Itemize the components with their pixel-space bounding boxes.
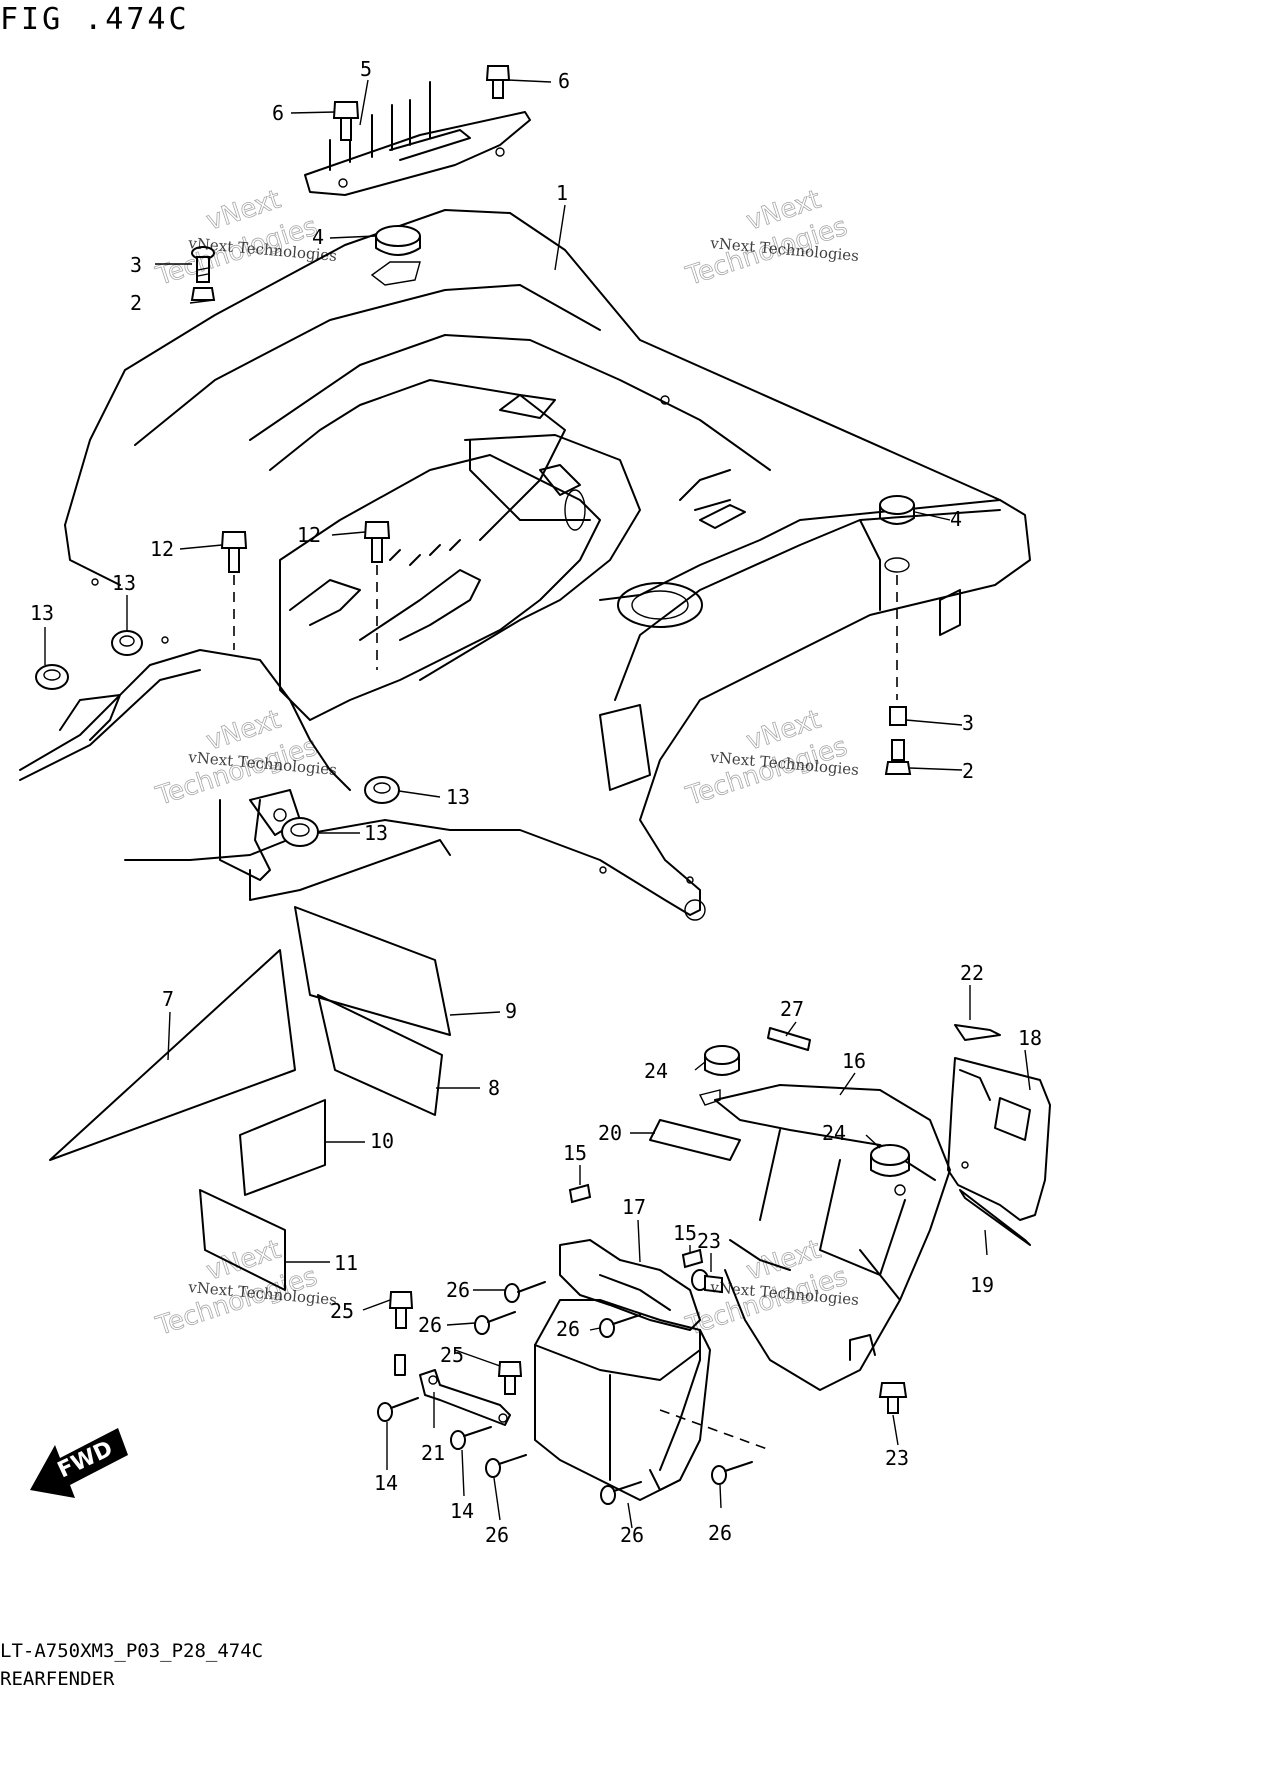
callout-15: 15 [563,1141,587,1165]
callout-20: 20 [598,1121,622,1145]
battery-bracket-part [304,81,531,196]
callout-4: 4 [950,507,962,531]
rear-fender-body [19,209,1031,921]
callout-17: 17 [622,1195,646,1219]
callout-25: 25 [440,1343,464,1367]
bolts-part-12 [220,521,391,670]
callout-26: 26 [620,1523,644,1547]
callout-numbers: 1 2 3 4 5 6 6 2 3 4 12 12 13 13 13 13 7 … [30,57,1042,1547]
callout-8: 8 [488,1076,500,1100]
callout-24: 24 [644,1059,668,1083]
callout-14: 14 [450,1499,474,1523]
callout-24: 24 [822,1121,846,1145]
grommets-part-13 [35,630,400,847]
leader-lines [44,79,1031,1529]
grommet-part-4-left [370,225,421,286]
callout-13: 13 [30,601,54,625]
callout-26: 26 [418,1313,442,1337]
callout-23: 23 [697,1229,721,1253]
callout-11: 11 [334,1251,358,1275]
diagram-code: LT-A750XM3_P03_P28_474C [0,1640,264,1662]
callout-26: 26 [446,1278,470,1302]
callout-4: 4 [312,225,324,249]
callout-22: 22 [960,961,984,985]
callout-6: 6 [272,101,284,125]
callout-16: 16 [842,1049,866,1073]
callout-15: 15 [673,1221,697,1245]
bolt-part-2-3-right [884,706,912,775]
callout-23: 23 [885,1446,909,1470]
callout-2: 2 [962,759,974,783]
diagram-name: REARFENDER [0,1668,115,1690]
figure-title: FIG .474C [0,2,190,37]
callout-26: 26 [485,1523,509,1547]
callout-13: 13 [112,571,136,595]
callout-1: 1 [556,181,568,205]
bracket-part-21 [394,1354,511,1426]
callout-13: 13 [446,785,470,809]
callout-26: 26 [556,1317,580,1341]
rear-box-part-16 [698,1084,951,1391]
bolts-part-23 [691,1269,908,1414]
callout-5: 5 [360,57,372,81]
screws-part-14 [377,1397,492,1450]
callout-21: 21 [421,1441,445,1465]
rubber-parts-15 [568,1183,704,1269]
callout-12: 12 [150,537,174,561]
grommet-part-4-right [879,495,915,700]
bolts-part-25 [388,1291,523,1395]
callout-10: 10 [370,1129,394,1153]
callout-19: 19 [970,1273,994,1297]
callout-14: 14 [374,1471,398,1495]
cushions-part-24 [704,1045,910,1177]
callout-25: 25 [330,1299,354,1323]
callout-3: 3 [130,253,142,277]
callout-2: 2 [130,291,142,315]
decal-parts [49,906,451,1291]
callout-13: 13 [364,821,388,845]
bolt-part-6-right [485,65,511,99]
callout-12: 12 [297,523,321,547]
callout-9: 9 [505,999,517,1023]
callout-7: 7 [162,987,174,1011]
callout-18: 18 [1018,1026,1042,1050]
callout-6: 6 [558,69,570,93]
battery-cover-part-17 [534,1239,771,1501]
bolt-part-6-left [332,101,360,141]
callout-26: 26 [708,1521,732,1545]
callout-3: 3 [962,711,974,735]
callout-27: 27 [780,997,804,1021]
bracket-part-18-22-19 [947,1024,1051,1246]
forward-direction-arrow: FWD [30,1428,128,1498]
